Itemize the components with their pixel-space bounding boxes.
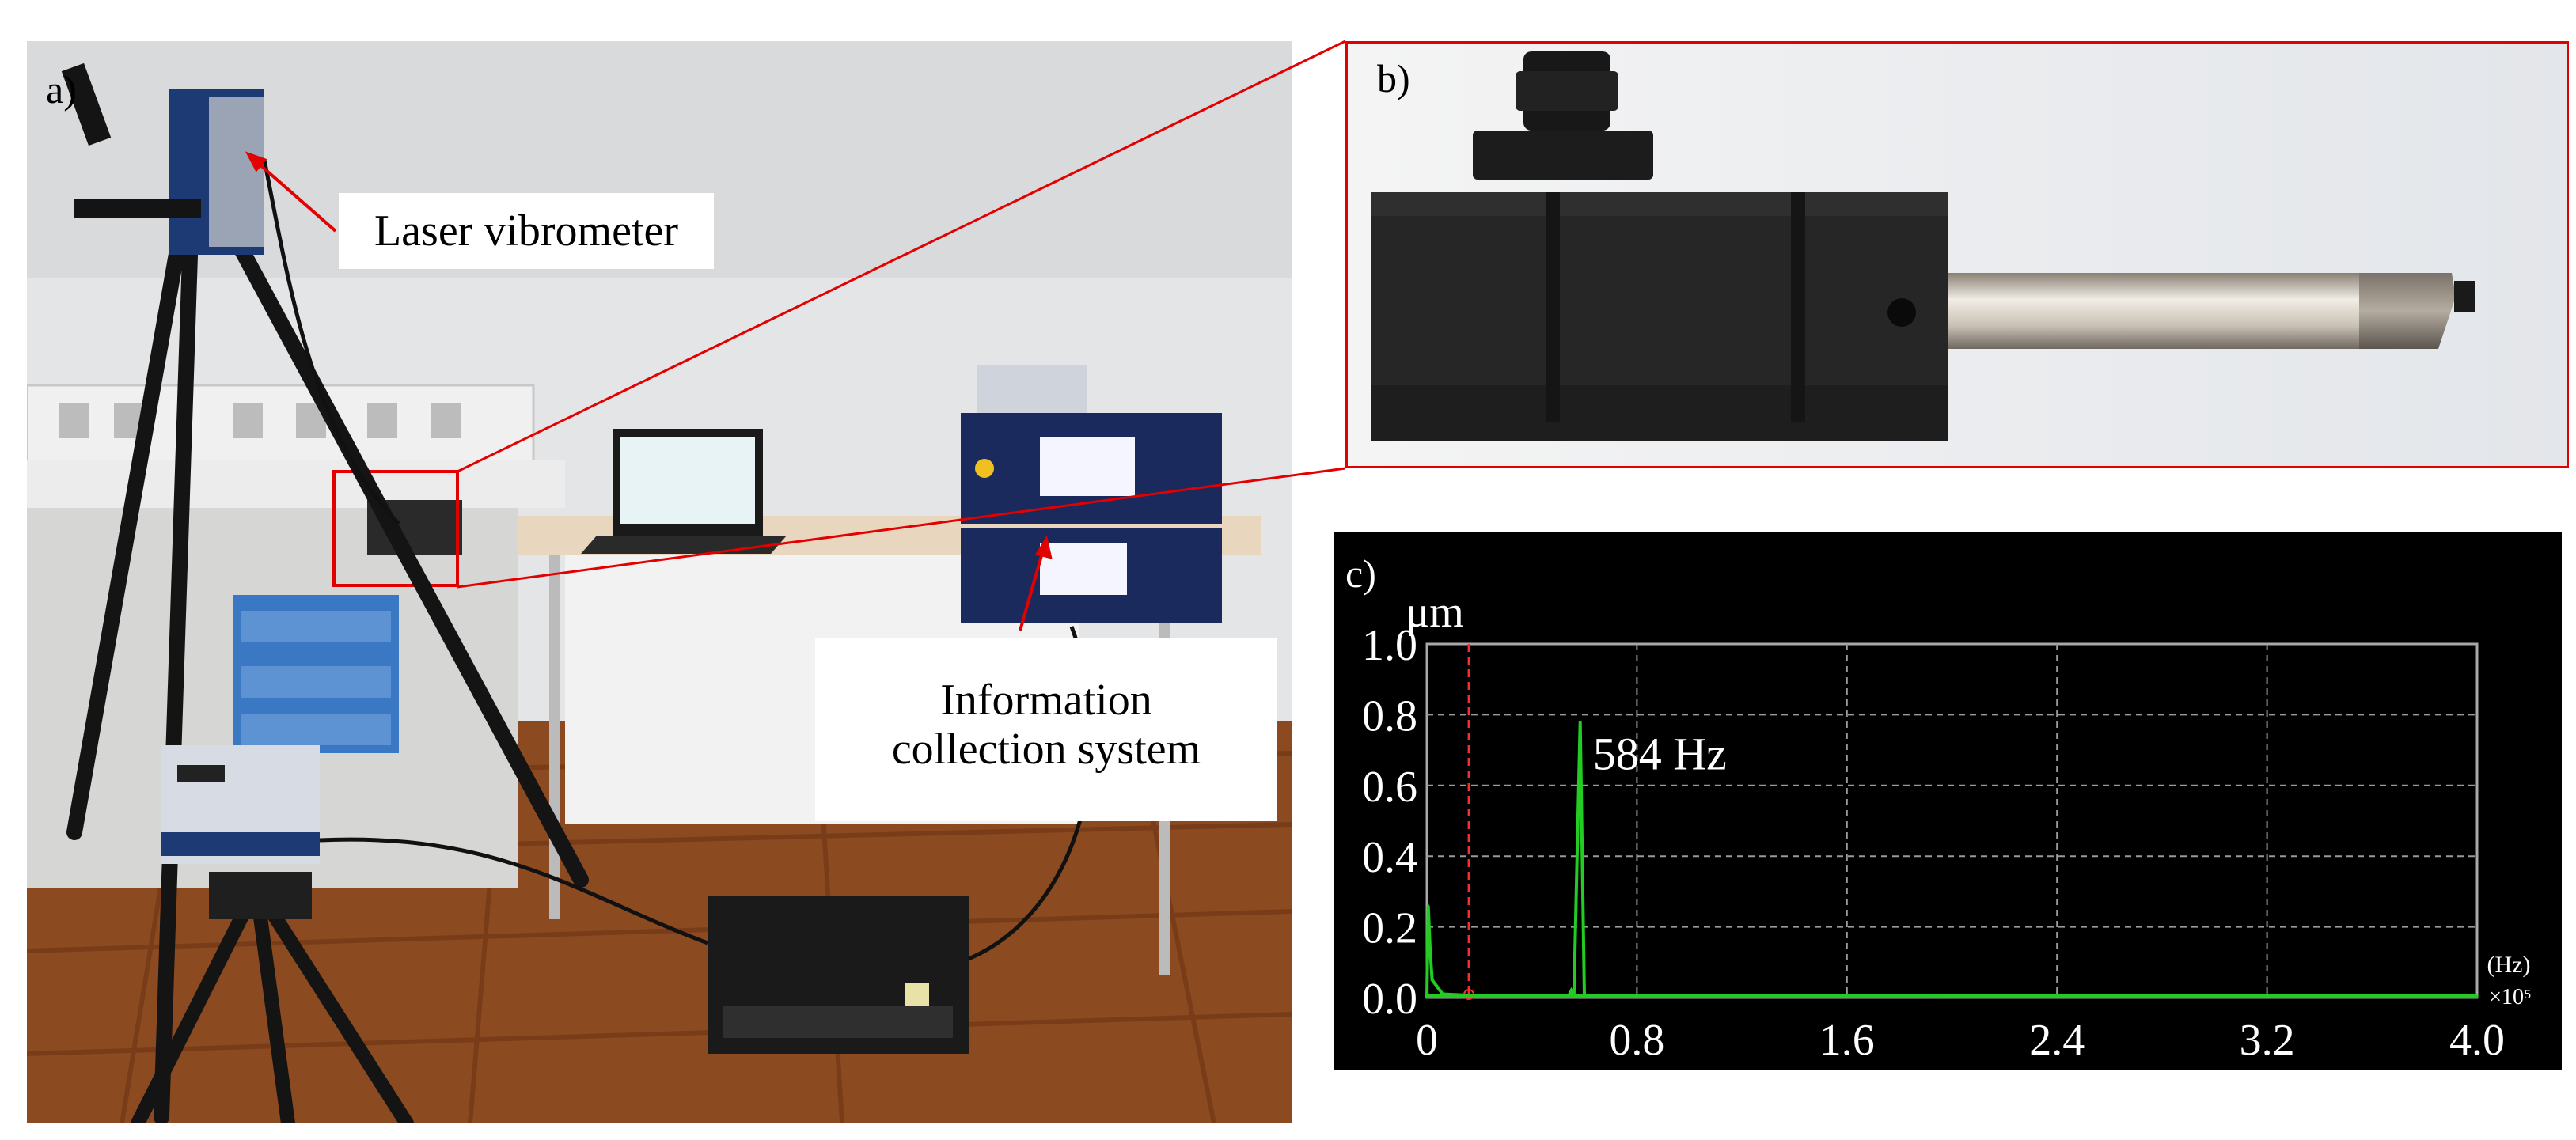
x-tick-label: 2.4 bbox=[2029, 1016, 2085, 1065]
x-tick-label: 3.2 bbox=[2240, 1016, 2295, 1065]
tool-holder-render-panel bbox=[1345, 41, 2569, 468]
y-tick-label: 0.6 bbox=[1362, 763, 1417, 812]
y-tick-label: 0.2 bbox=[1362, 904, 1417, 953]
x-tick-label: 0.8 bbox=[1609, 1016, 1664, 1065]
laser-vibrometer-callout: Laser vibrometer bbox=[339, 193, 714, 269]
x-axis-unit-label: (Hz) bbox=[2487, 952, 2531, 978]
spectrum-data-point bbox=[1431, 979, 1434, 982]
y-axis-unit-label: μm bbox=[1406, 588, 1464, 637]
information-collection-callout: Information collection system bbox=[815, 638, 1277, 821]
panel-c-label: c) bbox=[1345, 551, 1376, 596]
panel-b-label: b) bbox=[1377, 56, 1410, 100]
spectrum-series-line bbox=[1425, 721, 2477, 999]
x-tick-label: 4.0 bbox=[2449, 1016, 2505, 1065]
spectrum-data-point bbox=[1579, 720, 1582, 723]
y-tick-label: 0.4 bbox=[1362, 833, 1417, 882]
x-tick-label: 0 bbox=[1416, 1016, 1438, 1065]
spectrum-data-point bbox=[1428, 946, 1432, 949]
information-callout-line2: collection system bbox=[891, 725, 1201, 774]
y-tick-label: 0.0 bbox=[1362, 975, 1417, 1024]
panel-a-label: a) bbox=[46, 67, 77, 112]
spectrum-data-point bbox=[1427, 904, 1430, 907]
spectrum-plot: 0 0.8 1.6 2.4 3.2 4.0 0.0 0.2 0.4 0.6 0.8 1.0μm (Hz)… bbox=[1362, 588, 2532, 1065]
x-tick-label: 1.6 bbox=[1819, 1016, 1875, 1065]
lab-setup-photo: Laser vibrometer Information collection … bbox=[27, 41, 1292, 1123]
y-tick-label: 0.8 bbox=[1362, 691, 1417, 740]
x-axis-multiplier-label: ×10⁵ bbox=[2489, 985, 2532, 1009]
peak-annotation-label: 584 Hz bbox=[1593, 728, 1727, 779]
spectrum-data-point bbox=[1569, 989, 1573, 992]
y-tick-label: 1.0 bbox=[1362, 621, 1417, 670]
tool-holder-render bbox=[1371, 51, 2475, 441]
information-callout-line1: Information bbox=[940, 676, 1152, 725]
